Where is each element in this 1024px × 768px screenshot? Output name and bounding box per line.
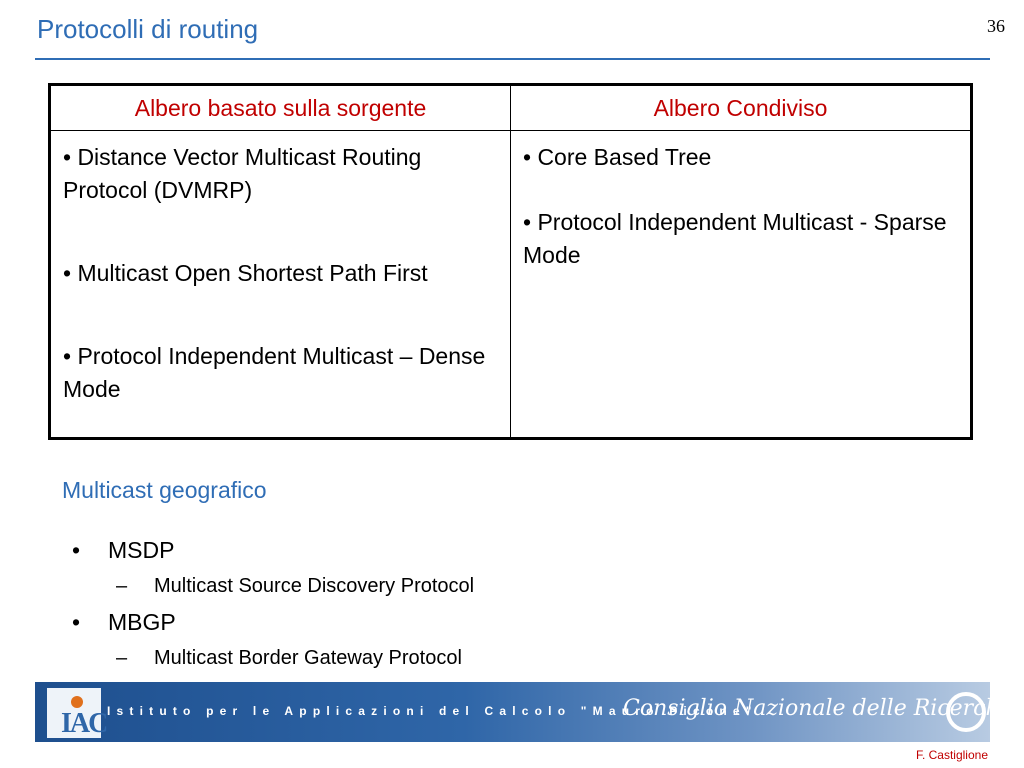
- list-item: – Multicast Border Gateway Protocol: [72, 642, 474, 678]
- dash-icon: –: [116, 575, 128, 597]
- list-item: • Multicast Open Shortest Path First: [63, 260, 428, 286]
- bullet-icon: •: [72, 537, 81, 563]
- list-item: • MBGP: [72, 606, 474, 642]
- header-shared-tree: Albero Condiviso: [510, 84, 972, 131]
- bullet-icon: •: [72, 609, 81, 635]
- list-item: • Protocol Independent Multicast - Spars…: [523, 209, 947, 268]
- geo-multicast-heading: Multicast geografico: [62, 477, 267, 503]
- slide-title: Protocolli di routing: [37, 14, 259, 44]
- list-item: • MSDP: [72, 534, 474, 570]
- footer-banner: IAC Istituto per le Applicazioni del Cal…: [35, 682, 990, 742]
- mbgp-description: Multicast Border Gateway Protocol: [154, 647, 462, 669]
- msdp-description: Multicast Source Discovery Protocol: [154, 575, 475, 597]
- council-name: Consiglio Nazionale delle Ricerche: [623, 696, 990, 721]
- cnr-logo-icon: [946, 692, 986, 732]
- list-item: • Core Based Tree: [523, 144, 712, 170]
- iac-logo: IAC: [47, 688, 108, 739]
- routing-protocols-table: Albero basato sulla sorgente Albero Cond…: [48, 83, 973, 440]
- list-item: • Distance Vector Multicast Routing Prot…: [63, 144, 422, 203]
- list-item: • Protocol Independent Multicast – Dense…: [63, 343, 486, 402]
- logo-dot-icon: [71, 696, 83, 708]
- mbgp-label: MBGP: [108, 609, 176, 635]
- author-credit: F. Castiglione: [915, 748, 988, 762]
- institute-name: Istituto per le Applicazioni del Calcolo…: [107, 704, 758, 718]
- table-header-row: Albero basato sulla sorgente Albero Cond…: [49, 84, 972, 131]
- table-row: • Distance Vector Multicast Routing Prot…: [49, 130, 972, 439]
- title-divider: [35, 58, 990, 60]
- msdp-label: MSDP: [108, 537, 175, 563]
- shared-tree-cell: • Core Based Tree • Protocol Independent…: [510, 130, 972, 439]
- dash-icon: –: [116, 647, 128, 669]
- header-source-tree: Albero basato sulla sorgente: [49, 84, 511, 131]
- source-tree-cell: • Distance Vector Multicast Routing Prot…: [49, 130, 511, 439]
- page-number: 36: [987, 16, 1005, 36]
- geo-bullet-list: • MSDP – Multicast Source Discovery Prot…: [72, 534, 474, 678]
- list-item: – Multicast Source Discovery Protocol: [72, 570, 474, 606]
- iac-logo-letters: IAC: [61, 708, 108, 739]
